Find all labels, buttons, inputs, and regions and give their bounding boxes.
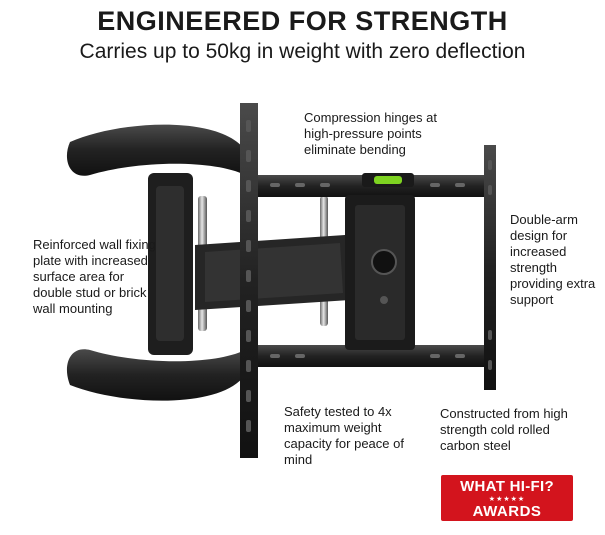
callout-double-arm: Double-arm design for increased strength… [510, 212, 596, 307]
bottom-rail [255, 345, 485, 367]
callout-wall-plate: Reinforced wall fixing plate with increa… [33, 237, 156, 316]
right-vertical-bracket [484, 145, 496, 390]
lower-arm [66, 349, 245, 401]
callout-carbon-steel: Constructed from high strength cold roll… [440, 406, 568, 453]
what-hifi-awards-badge: WHAT HI-FI? ★★★★★ AWARDS [441, 475, 573, 521]
headline: ENGINEERED FOR STRENGTH [97, 6, 508, 36]
subheadline: Carries up to 50kg in weight with zero d… [79, 40, 526, 63]
badge-stars: ★★★★★ [488, 496, 526, 503]
upper-arm [66, 124, 245, 176]
badge-subtitle: AWARDS [472, 503, 542, 520]
callout-compression-hinges: Compression hinges at high-pressure poin… [304, 110, 437, 157]
callout-safety-tested: Safety tested to 4x maximum weight capac… [284, 404, 404, 467]
badge-title: WHAT HI-FI? [460, 478, 554, 495]
